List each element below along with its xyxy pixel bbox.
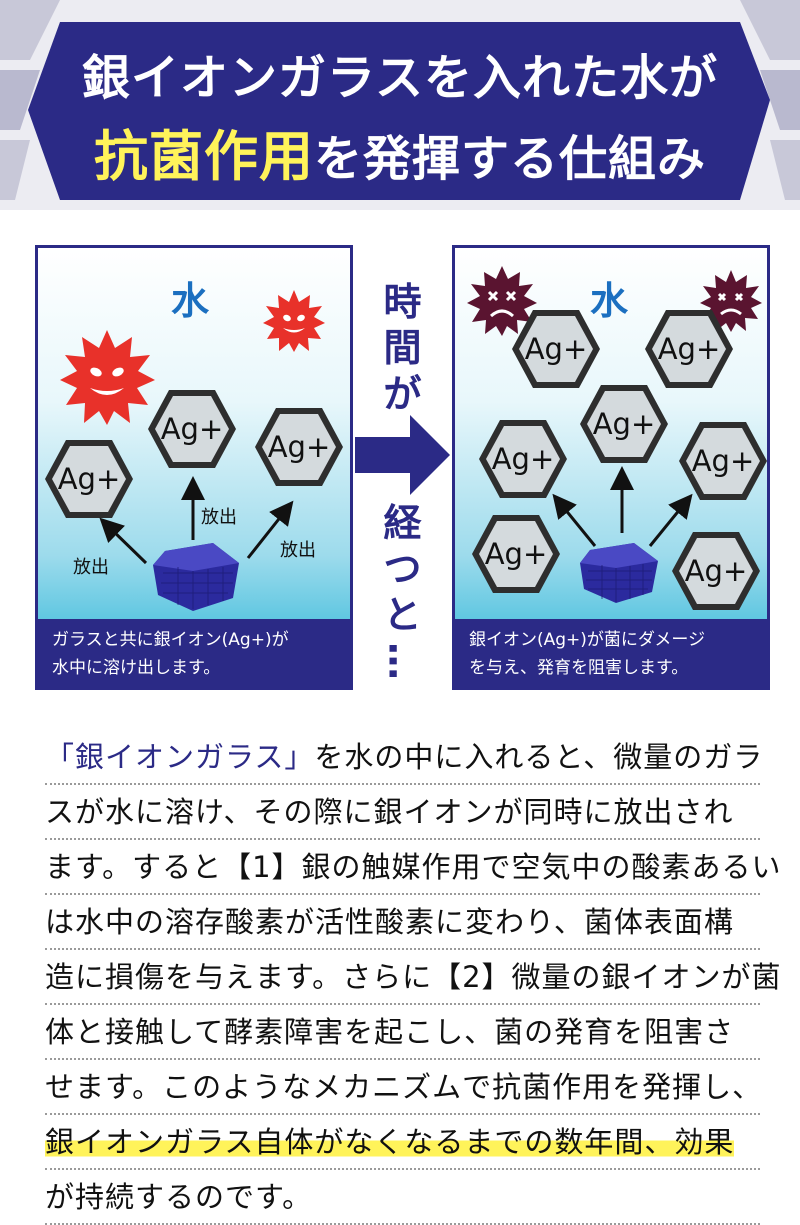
title-banner: 銀イオンガラスを入れた水が 抗菌作用を発揮する仕組み	[0, 0, 800, 210]
silver-glass-icon	[580, 543, 658, 603]
vertical-text-char: …	[380, 642, 425, 680]
vertical-text-char: 時	[383, 280, 422, 324]
ion-label: Ag+	[684, 554, 748, 588]
caption-line: を与え、発育を阻害します。	[469, 658, 689, 678]
text-line: 「銀イオンガラス」を水の中に入れると、微量のガラ	[45, 730, 762, 785]
silver-ion-hex: Ag+	[677, 420, 767, 502]
text-line: せます。このようなメカニズムで抗菌作用を発揮し、	[45, 1060, 761, 1115]
silver-ion-hex: Ag+	[470, 513, 562, 595]
release-label: 放出	[73, 557, 109, 578]
release-label: 放出	[280, 540, 316, 561]
germ-damaged-icon	[467, 266, 537, 336]
silver-ion-hex: Ag+	[253, 406, 345, 488]
germ-red-small-icon	[263, 290, 325, 352]
ion-label: Ag+	[592, 407, 656, 441]
text-line: は水中の溶存酸素が活性酸素に変わり、菌体表面構	[45, 895, 760, 950]
silver-ion-hex: Ag+	[510, 308, 602, 390]
ion-label: Ag+	[657, 332, 721, 366]
before-panel: 水 Ag+ Ag+ Ag+ 放出 放出 放出	[35, 245, 353, 690]
text-line: 銀イオンガラス自体がなくなるまでの数年間、効果	[45, 1115, 760, 1170]
banner-title-rest: を発揮する仕組み	[313, 131, 706, 187]
explanation-text: 「銀イオンガラス」を水の中に入れると、微量のガラ スが水に溶け、その際に銀イオン…	[45, 730, 781, 1225]
banner-highlight-text: 抗菌作用	[93, 125, 314, 188]
silver-ion-hex: Ag+	[477, 418, 569, 500]
ion-label: Ag+	[484, 537, 548, 571]
after-panel: 水 Ag+ Ag+ Ag+ Ag+ Ag+ Ag+ Ag+	[452, 245, 770, 690]
text-line: 体と接触して酵素障害を起こし、菌の発育を阻害さ	[45, 1005, 760, 1060]
vertical-text-char: つ	[383, 547, 422, 591]
release-arrows	[99, 476, 294, 565]
water-label: 水	[171, 279, 210, 323]
banner-background	[0, 0, 800, 200]
text-line: が持続するのです。	[45, 1170, 760, 1225]
banner-title-line1: 銀イオンガラスを入れた水が	[81, 50, 719, 106]
ion-label: Ag+	[491, 442, 555, 476]
ion-label: Ag+	[267, 430, 331, 464]
ion-label: Ag+	[57, 462, 121, 496]
ion-label: Ag+	[524, 332, 588, 366]
before-caption: ガラスと共に銀イオン(Ag+)が 水中に溶け出します。	[38, 619, 350, 687]
release-label: 放出	[201, 507, 237, 528]
highlighted-text: 銀イオンガラス自体がなくなるまでの数年間、効果	[45, 1125, 735, 1159]
caption-line: ガラスと共に銀イオン(Ag+)が	[52, 630, 289, 650]
time-passes-indicator: 時 間 が 経 つ と …	[355, 245, 450, 690]
text-line: 造に損傷を与えます。さらに【2】微量の銀イオンが菌	[45, 950, 781, 1005]
vertical-text-char: 間	[383, 326, 422, 370]
silver-ion-hex: Ag+	[643, 308, 735, 390]
after-caption: 銀イオン(Ag+)が菌にダメージ を与え、発育を阻害します。	[455, 619, 767, 687]
silver-ion-hex: Ag+	[43, 438, 135, 520]
silver-glass-icon	[153, 543, 239, 611]
silver-ion-hex: Ag+	[146, 388, 238, 470]
banner-title-line2: 抗菌作用を発揮する仕組み	[0, 112, 800, 191]
silver-ion-hex: Ag+	[578, 383, 670, 465]
germ-red-icon	[60, 330, 155, 425]
release-arrows	[552, 466, 693, 547]
quoted-term: 「銀イオンガラス」	[45, 740, 315, 774]
silver-ion-hex: Ag+	[670, 530, 762, 612]
water-label: 水	[590, 279, 629, 323]
vertical-text-char: 経	[383, 501, 422, 545]
vertical-text-char: と	[383, 593, 422, 637]
caption-line: 銀イオン(Ag+)が菌にダメージ	[469, 630, 706, 650]
text-line: スが水に溶け、その際に銀イオンが同時に放出され	[45, 785, 760, 840]
caption-line: 水中に溶け出します。	[52, 658, 221, 678]
ion-label: Ag+	[691, 444, 755, 478]
right-arrow-icon	[355, 415, 450, 495]
ion-label: Ag+	[160, 412, 224, 446]
vertical-text-char: が	[383, 372, 422, 416]
text-line: ます。すると【1】銀の触媒作用で空気中の酸素あるい	[45, 840, 781, 895]
